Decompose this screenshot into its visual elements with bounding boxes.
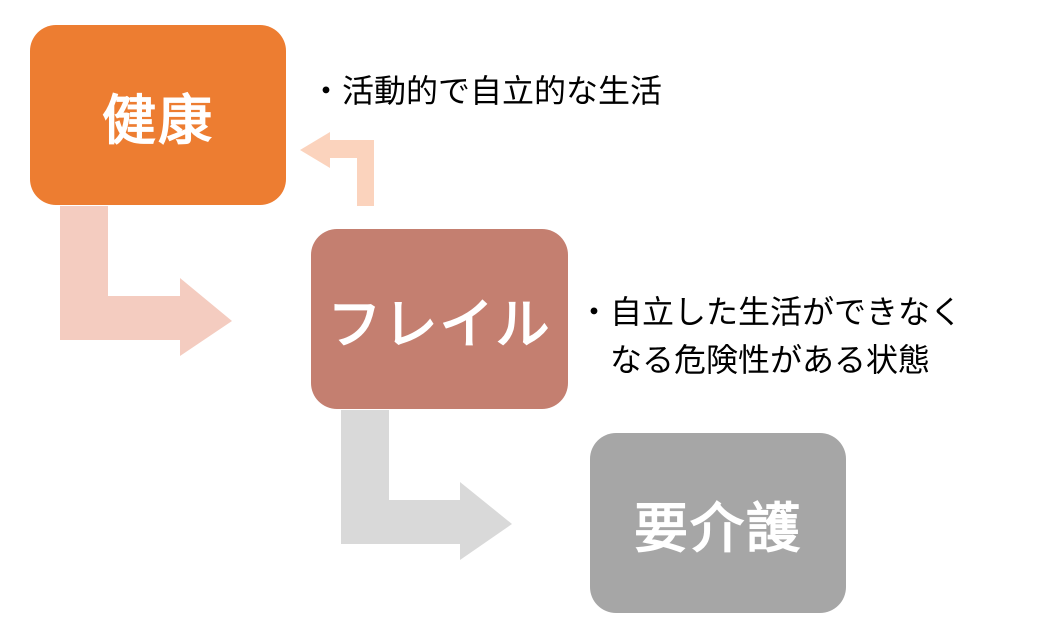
description-frail-line2: なる危険性がある状態: [610, 341, 931, 379]
stage-label-health: 健康: [102, 88, 214, 152]
stage-box-health: 健康: [30, 25, 286, 205]
bullet-marker: ・: [578, 293, 611, 331]
arrow-frail-to-care: [341, 410, 512, 560]
stage-label-frail: フレイル: [327, 292, 552, 356]
description-health-text: 活動的で自立的な生活: [342, 72, 663, 110]
bullet-marker: ・: [310, 72, 343, 110]
arrow-health-to-frail: [60, 206, 232, 356]
description-frail-line1: 自立した生活ができなく: [610, 293, 963, 331]
description-frail: ・自立した生活ができなく なる危険性がある状態: [578, 288, 962, 384]
stage-box-frail: フレイル: [311, 229, 568, 409]
stage-box-care: 要介護: [590, 433, 846, 613]
description-health: ・活動的で自立的な生活: [310, 67, 662, 115]
stage-label-care: 要介護: [634, 496, 802, 560]
arrow-back-to-health: [300, 132, 374, 206]
